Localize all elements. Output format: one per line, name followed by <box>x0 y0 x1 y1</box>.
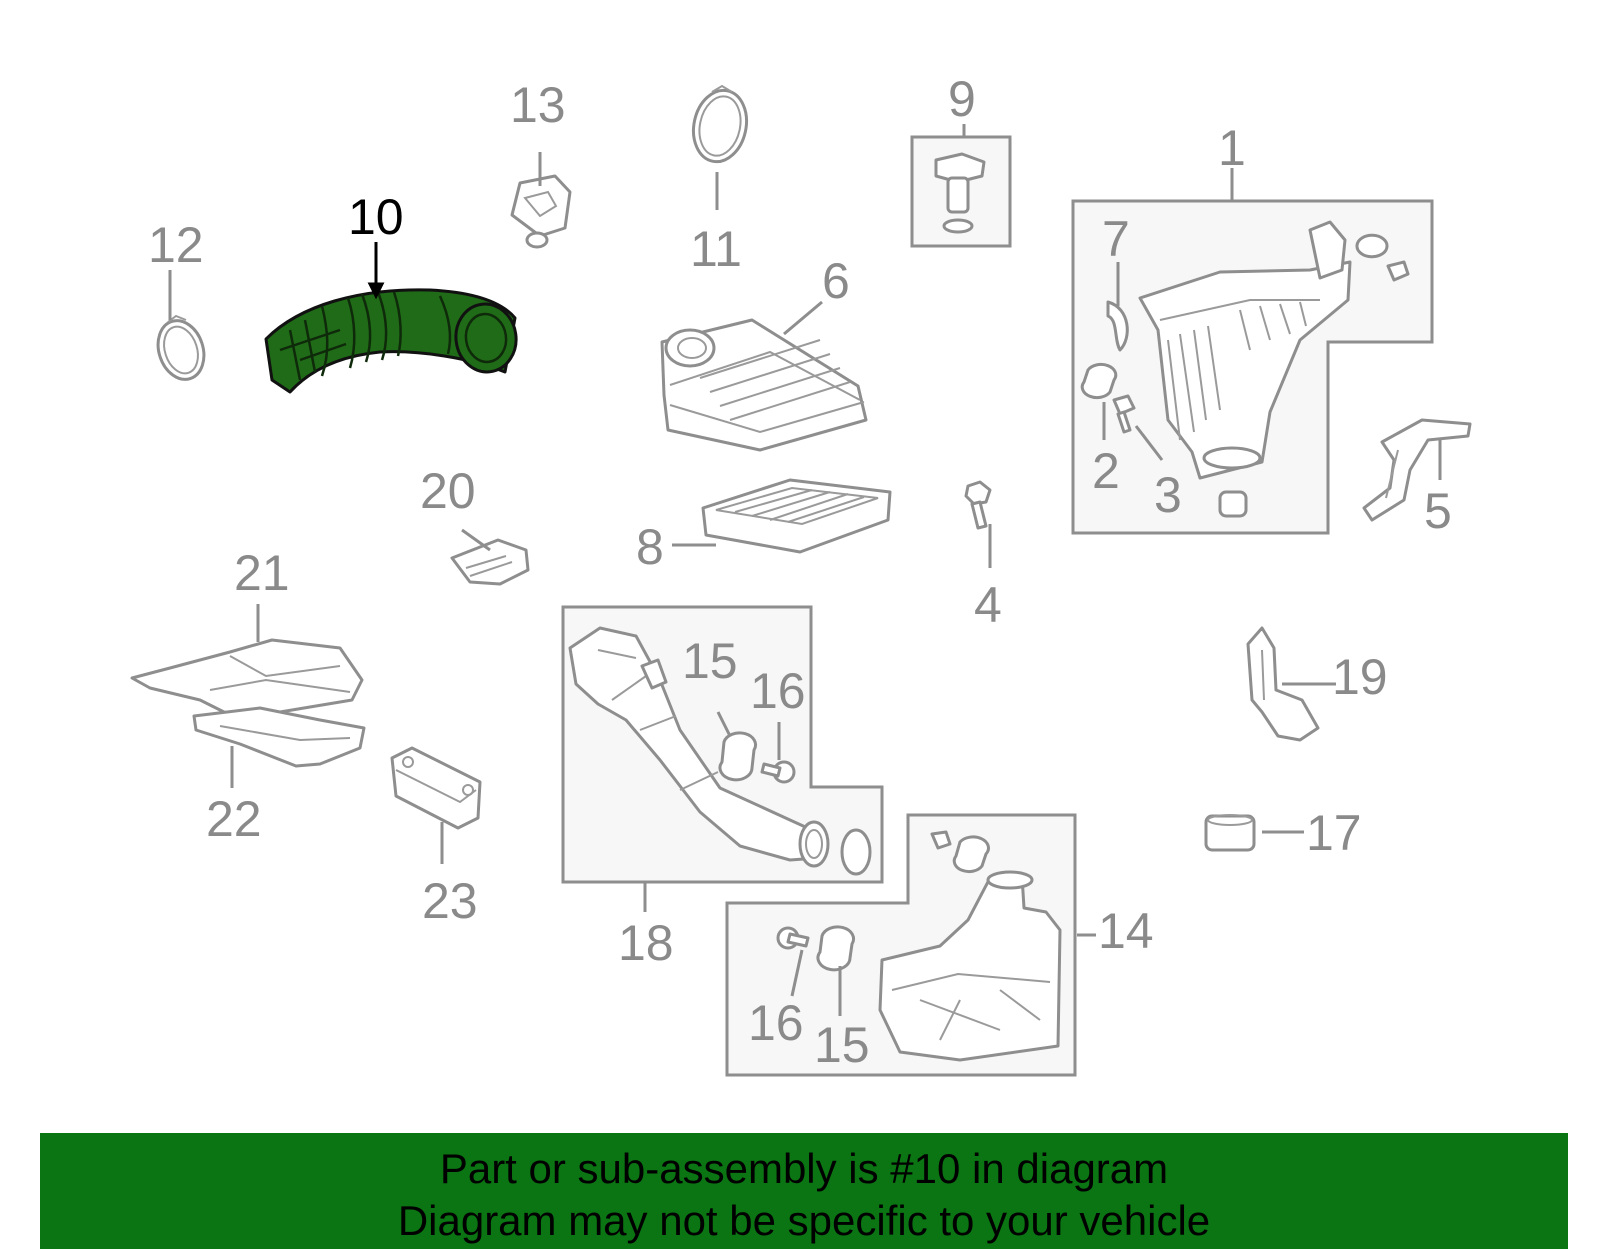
callout-3: 3 <box>1154 467 1182 523</box>
part-7-hose[interactable] <box>1106 300 1129 352</box>
callout-11: 11 <box>690 221 742 277</box>
callout-14: 14 <box>1098 903 1154 959</box>
part-10-intake-tube[interactable] <box>264 288 520 394</box>
part-8-filter[interactable] <box>701 478 892 554</box>
banner-line-1: Part or sub-assembly is #10 in diagram <box>439 1145 1169 1192</box>
part-9-sensor[interactable] <box>934 152 986 234</box>
part-15-grommet-b[interactable] <box>816 925 856 972</box>
callout-10: 10 <box>348 189 404 245</box>
part-23-resonator[interactable] <box>390 746 482 830</box>
callout-13: 13 <box>510 77 566 133</box>
callout-7: 7 <box>1102 211 1130 267</box>
part-16-bolt-a[interactable] <box>760 760 796 784</box>
callout-19: 19 <box>1332 649 1388 705</box>
part-2-grommet[interactable] <box>1080 362 1118 400</box>
leader-lines <box>168 124 1442 1016</box>
part-15-grommet-a[interactable] <box>718 731 758 782</box>
callout-22: 22 <box>206 791 262 847</box>
part-21-duct[interactable] <box>130 638 364 720</box>
callout-16b: 16 <box>748 995 804 1051</box>
part-11-clamp[interactable] <box>687 84 753 166</box>
callout-9: 9 <box>948 71 976 127</box>
callout-12: 12 <box>148 217 204 273</box>
callout-1: 1 <box>1218 120 1246 176</box>
part-12-clamp[interactable] <box>151 314 211 386</box>
callout-23: 23 <box>422 873 478 929</box>
callout-18: 18 <box>618 915 674 971</box>
callout-2: 2 <box>1092 443 1120 499</box>
part-22-duct[interactable] <box>192 706 366 768</box>
callout-15a: 15 <box>682 633 738 689</box>
part-18-intake-duct[interactable] <box>568 626 872 876</box>
callout-15b: 15 <box>814 1017 870 1073</box>
callout-17: 17 <box>1306 805 1362 861</box>
part-3-bolt[interactable] <box>1112 394 1136 434</box>
callout-6: 6 <box>822 253 850 309</box>
callout-8: 8 <box>636 519 664 575</box>
part-1-cleaner-housing[interactable] <box>1138 220 1410 518</box>
part-17-grommet[interactable] <box>1204 814 1256 852</box>
info-banner: Part or sub-assembly is #10 in diagram D… <box>40 1133 1568 1249</box>
part-4-bolt[interactable] <box>964 480 992 530</box>
callout-4: 4 <box>974 577 1002 633</box>
part-14-lower-housing[interactable] <box>878 830 1062 1062</box>
part-13-sensor[interactable] <box>510 174 572 249</box>
callout-5: 5 <box>1424 483 1452 539</box>
part-5-bracket[interactable] <box>1362 418 1472 522</box>
part-16-bolt-b[interactable] <box>776 926 810 950</box>
part-20-grommet[interactable] <box>450 538 530 586</box>
callout-20: 20 <box>420 463 476 519</box>
part-6-cleaner-cover[interactable] <box>660 318 868 452</box>
banner-line-2: Diagram may not be specific to your vehi… <box>397 1197 1211 1244</box>
part-19-bracket[interactable] <box>1246 626 1320 742</box>
callout-16a: 16 <box>750 663 806 719</box>
callout-21: 21 <box>234 545 290 601</box>
